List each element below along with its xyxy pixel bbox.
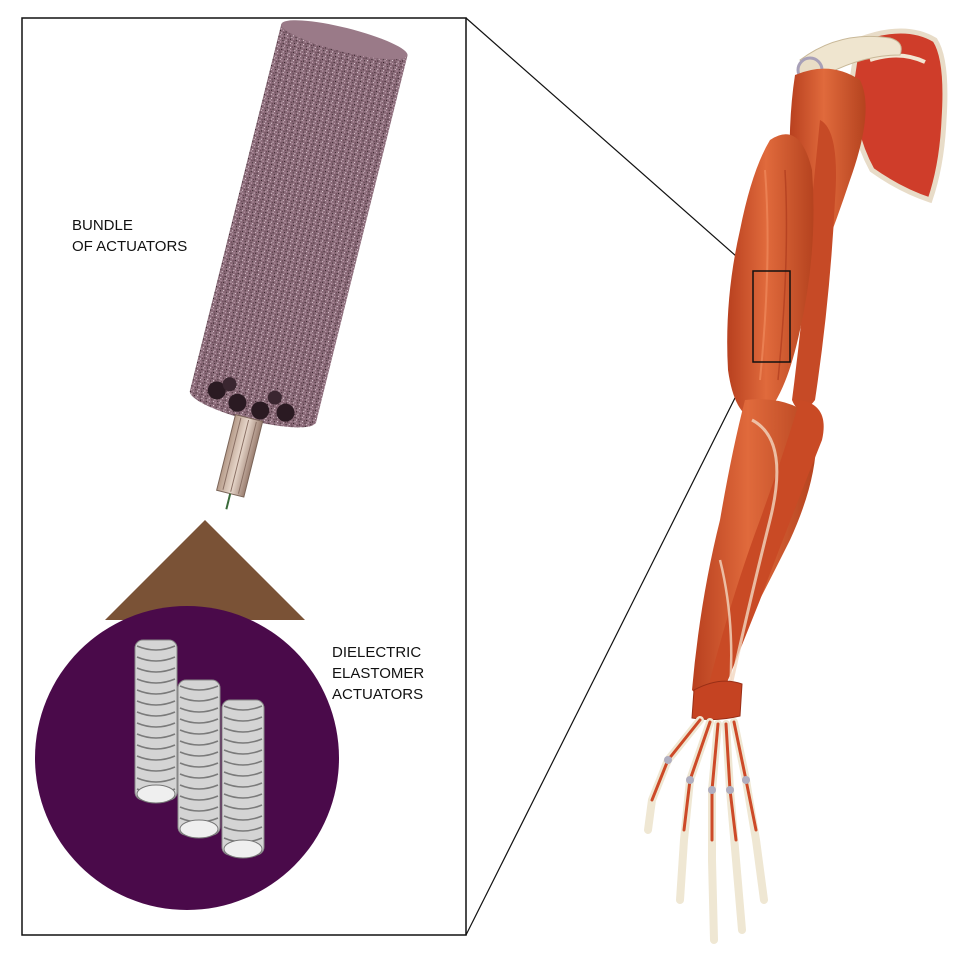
dielectric-actuator-coil-icon bbox=[35, 606, 339, 910]
label-dielectric-line1: DIELECTRIC bbox=[332, 644, 421, 661]
label-dielectric-line3: ACTUATORS bbox=[332, 686, 423, 703]
label-dielectric-line2: ELASTOMER bbox=[332, 665, 424, 682]
wrist-retinaculum bbox=[692, 681, 742, 720]
zoom-connector-top bbox=[466, 18, 753, 271]
coil-end bbox=[180, 820, 218, 838]
arm-muscle-illustration bbox=[648, 31, 945, 940]
coil-end bbox=[224, 840, 262, 858]
hand bbox=[648, 720, 764, 940]
coil-end bbox=[137, 785, 175, 803]
coil-tube-1 bbox=[135, 640, 177, 800]
label-bundle-line2: OF ACTUATORS bbox=[72, 238, 187, 255]
label-bundle-line1: BUNDLE bbox=[72, 217, 133, 234]
